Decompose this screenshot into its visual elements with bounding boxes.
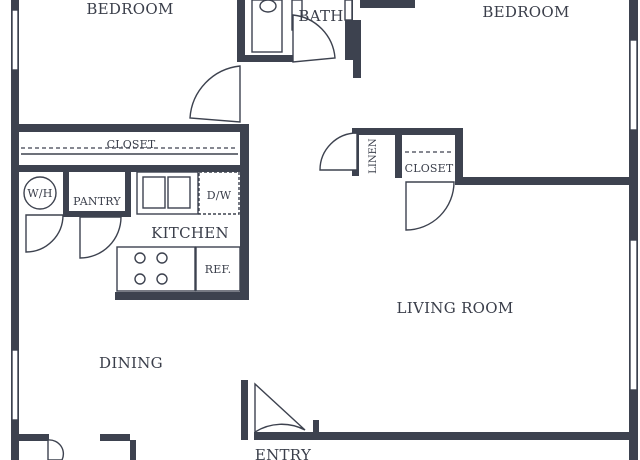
left-bedroom-bottom-wall	[11, 124, 249, 132]
label-dishwasher: D/W	[207, 189, 232, 202]
burner-4	[156, 273, 168, 285]
pantry-bottom-wall	[63, 211, 131, 217]
stove	[116, 246, 196, 292]
left-exterior-wall	[11, 0, 19, 460]
top-wall-segment	[360, 0, 415, 8]
dining-window	[11, 349, 19, 421]
exterior-walls	[11, 0, 638, 460]
label-bedroom-right: BEDROOM	[482, 3, 569, 21]
water-heater	[23, 176, 57, 210]
sink-basin-right	[167, 176, 191, 209]
bath-fixtures	[251, 0, 353, 53]
left-bedroom-window	[11, 9, 19, 71]
toilet	[259, 0, 277, 13]
label-bath: BATH	[298, 7, 343, 25]
label-pantry: PANTRY	[73, 195, 121, 208]
entry-left-wall	[241, 380, 248, 440]
dining-bottom-wall-right	[130, 440, 136, 460]
living-window	[629, 239, 638, 391]
entry-right-wall	[313, 420, 319, 440]
burner-2	[156, 252, 168, 264]
sink-basin-left	[142, 176, 166, 209]
linen-top-wall	[352, 128, 463, 135]
kitchen-fixtures	[23, 171, 241, 292]
label-refrigerator: REF.	[205, 263, 232, 276]
label-living-room: LIVING ROOM	[396, 299, 513, 317]
right-bedroom-door	[319, 132, 358, 171]
bottom-left-wall-stub	[11, 434, 49, 441]
label-entry: ENTRY	[255, 446, 312, 460]
bath-right-wall	[345, 0, 353, 60]
linen-closet-divider	[395, 128, 402, 178]
closet-bottom-wall	[11, 165, 249, 172]
hall-wall	[240, 124, 249, 294]
bath-bottom-wall	[237, 55, 293, 62]
windows	[11, 9, 638, 421]
dining-patio-door	[47, 439, 65, 460]
room-labels: BEDROOM BATH BEDROOM CLOSET LINEN CLOSET…	[27, 0, 569, 460]
dishwasher	[198, 171, 240, 215]
refrigerator	[195, 246, 241, 292]
label-kitchen: KITCHEN	[151, 224, 229, 242]
water-heater-door	[25, 214, 64, 253]
label-dining: DINING	[99, 354, 163, 372]
bath-door	[292, 14, 336, 63]
bottom-exterior-wall	[254, 432, 638, 440]
right-bedroom-window	[629, 39, 638, 131]
label-closet-hall: CLOSET	[107, 138, 156, 151]
pantry-door	[79, 216, 122, 259]
right-bedroom-bottom-wall	[455, 177, 638, 185]
label-water-heater: W/H	[27, 187, 52, 200]
dining-bottom-wall-left	[100, 434, 130, 441]
doors	[25, 14, 455, 460]
label-bedroom-left: BEDROOM	[86, 0, 173, 18]
pantry-left-wall	[63, 172, 69, 217]
kitchen-bottom-wall	[115, 292, 249, 300]
bedroom-closet-door	[405, 181, 455, 231]
label-linen: LINEN	[368, 138, 379, 174]
entry-door	[254, 382, 306, 434]
right-exterior-wall	[629, 0, 638, 460]
interior-walls	[11, 0, 638, 460]
bath-left-wall	[237, 0, 245, 60]
burner-3	[134, 273, 146, 285]
burner-1	[134, 252, 146, 264]
left-bedroom-door	[189, 65, 241, 123]
right-bedroom-left-wall	[353, 20, 361, 78]
window-bath	[344, 0, 353, 21]
closet-right-wall	[455, 128, 463, 185]
label-closet-bedroom: CLOSET	[405, 162, 454, 175]
pantry-right-wall	[125, 172, 131, 217]
